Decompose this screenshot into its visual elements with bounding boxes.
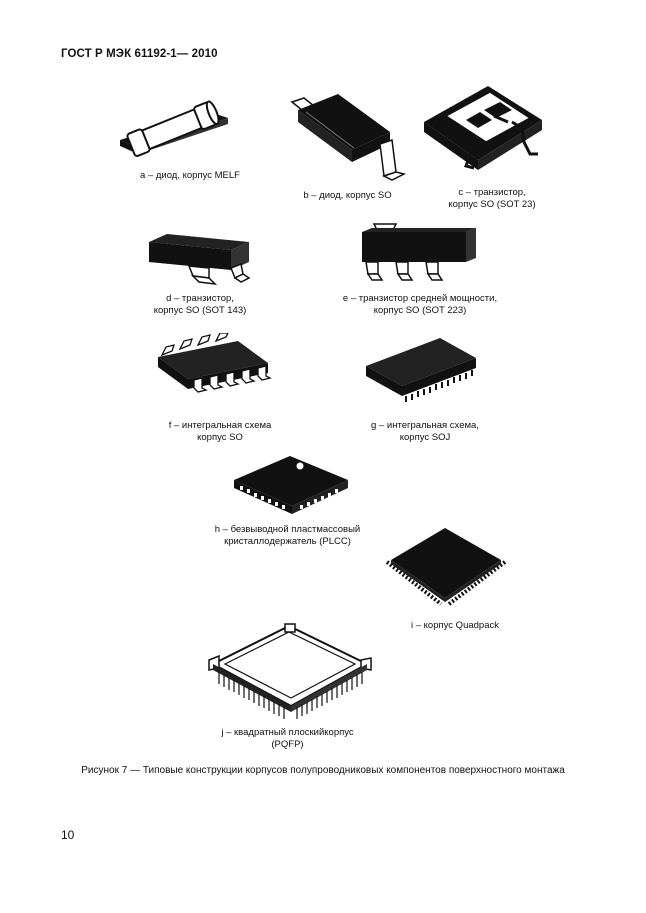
caption-c-line1: c – транзистор, <box>458 187 526 198</box>
sot143-transistor-illustration <box>145 232 255 287</box>
caption-g: g – интегральная схема, корпус SOJ <box>355 420 495 444</box>
caption-h-line1: h – безвыводной пластмассовый <box>214 524 361 535</box>
page-number: 10 <box>61 828 75 842</box>
caption-e-line2: корпус SO (SOT 223) <box>373 305 467 316</box>
soj-ic-illustration <box>360 336 480 406</box>
plcc-illustration <box>228 450 353 520</box>
caption-j-line2: (PQFP) <box>271 739 304 750</box>
caption-f: f – интегральная схема корпус SO <box>145 420 295 444</box>
caption-g-line2: корпус SOJ <box>399 432 451 443</box>
document-header: ГОСТ Р МЭК 61192-1— 2010 <box>61 48 218 60</box>
caption-f-line2: корпус SO <box>197 432 243 443</box>
caption-d-line1: d – транзистор, <box>166 293 234 304</box>
caption-c: c – транзистор, корпус SO (SOT 23) <box>433 187 551 211</box>
caption-e-line1: e – транзистор средней мощности, <box>342 293 498 304</box>
caption-d: d – транзистор, корпус SO (SOT 143) <box>140 293 260 317</box>
figure-caption: Рисунок 7 — Типовые конструкции корпусов… <box>81 765 565 776</box>
caption-e: e – транзистор средней мощности, корпус … <box>330 293 510 317</box>
caption-h: h – безвыводной пластмассовый кристаллод… <box>200 524 375 548</box>
caption-d-line2: корпус SO (SOT 143) <box>153 305 247 316</box>
caption-h-line2: кристаллодержатель (PLCC) <box>224 536 351 547</box>
sot23-transistor-illustration <box>418 80 548 180</box>
pqfp-illustration <box>205 620 375 725</box>
caption-j-line1: j – квадратный плоскийкорпус <box>221 727 354 738</box>
so-diode-illustration <box>278 88 418 186</box>
sot223-transistor-illustration <box>356 222 481 287</box>
caption-c-line2: корпус SO (SOT 23) <box>448 199 536 210</box>
caption-i: i – корпус Quadpack <box>411 620 499 631</box>
caption-a: a – диод, корпус MELF <box>140 170 240 181</box>
caption-j: j – квадратный плоскийкорпус (PQFP) <box>205 727 370 751</box>
caption-f-line1: f – интегральная схема <box>168 420 272 431</box>
so-ic-illustration <box>148 333 280 395</box>
melf-diode-illustration <box>110 92 240 164</box>
quadpack-illustration <box>383 520 508 610</box>
caption-b: b – диод, корпус SO <box>303 190 392 201</box>
caption-g-line1: g – интегральная схема, <box>371 420 479 431</box>
